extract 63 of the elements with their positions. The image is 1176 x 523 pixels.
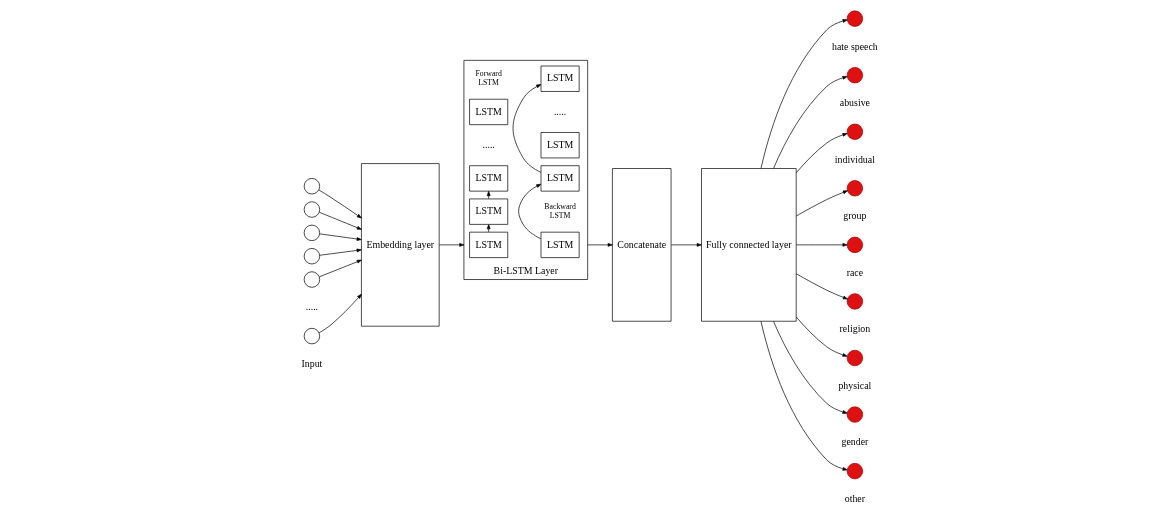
node-box: LSTM — [469, 198, 509, 225]
node-box: LSTM — [540, 165, 580, 192]
arrow — [486, 224, 491, 233]
node-circle — [303, 271, 321, 288]
arrow — [518, 183, 542, 240]
arrow — [670, 243, 702, 247]
node-circle — [303, 224, 321, 241]
arrow — [773, 76, 848, 169]
node-circle — [303, 201, 321, 218]
arrow — [760, 19, 848, 169]
arrow — [319, 233, 362, 241]
label: Input — [301, 357, 323, 369]
arrow — [760, 321, 848, 471]
node-circle — [303, 248, 321, 265]
arrow — [587, 243, 613, 247]
node-circle — [846, 349, 864, 367]
node-label: hate speech — [831, 40, 878, 52]
node-label: physical — [838, 379, 872, 391]
arrow — [319, 211, 362, 230]
node-box: LSTM — [540, 132, 580, 159]
node-box: LSTM — [469, 165, 509, 192]
node-box: Embedding layer — [361, 163, 440, 327]
arrow — [795, 133, 848, 174]
node-circle — [846, 463, 864, 480]
arrow — [512, 84, 542, 173]
arrow — [439, 243, 465, 247]
node-box: LSTM — [540, 231, 580, 258]
node-label: gender — [841, 436, 869, 448]
arrow — [796, 243, 848, 247]
node-box: LSTM — [469, 231, 509, 258]
arrow — [319, 248, 362, 256]
node-label: individual — [834, 153, 875, 165]
node-label: religion — [839, 323, 871, 335]
node-box: LSTM — [469, 98, 509, 126]
node-box: Concatenate — [612, 168, 672, 322]
arrow — [318, 189, 362, 219]
node-circle — [846, 123, 864, 140]
arrow — [795, 273, 848, 300]
node-label: abusive — [839, 97, 870, 109]
arrow — [795, 316, 848, 357]
arrow — [318, 293, 362, 334]
node-circle — [846, 406, 864, 423]
label: ..... — [553, 105, 567, 117]
arrow — [319, 259, 362, 278]
label: ..... — [482, 138, 495, 150]
arrow — [773, 321, 848, 414]
node-circle — [846, 293, 864, 310]
arrow — [795, 190, 848, 217]
label: Forward LSTM — [475, 69, 502, 87]
node-box: Fully connected layer — [701, 168, 797, 322]
node-label: group — [843, 210, 867, 222]
node-circle — [846, 10, 864, 27]
node-circle — [846, 67, 864, 84]
node-circle — [303, 327, 321, 345]
node-circle — [303, 178, 321, 195]
node-circle — [846, 236, 864, 253]
label: ..... — [305, 301, 319, 313]
node-box: LSTM — [540, 65, 580, 92]
node-circle — [846, 180, 864, 197]
node-label: other — [844, 493, 866, 505]
arrow — [486, 191, 491, 200]
label: Backward LSTM — [544, 202, 576, 220]
node-label: race — [846, 266, 864, 278]
